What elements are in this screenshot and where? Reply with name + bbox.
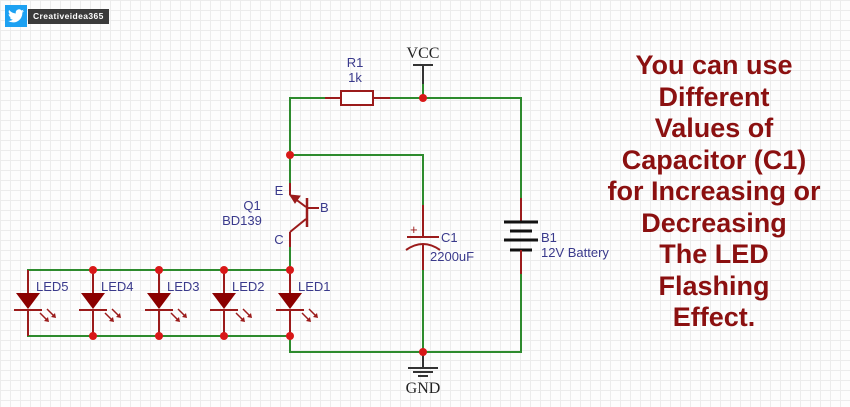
annotation-note: You can use Different Values of Capacito… (578, 50, 850, 334)
c1-polarity: + (410, 222, 418, 237)
led-2: LED2 (210, 270, 265, 336)
twitter-bird-icon (5, 5, 27, 27)
led-4: LED4 (79, 270, 134, 336)
brand-name: Creativeidea365 (28, 8, 109, 24)
note-line: Different (658, 81, 770, 112)
vcc-symbol: VCC (407, 45, 440, 84)
led-3: LED3 (145, 270, 200, 336)
junction-dot (286, 332, 294, 340)
gnd-label: GND (406, 380, 441, 397)
resistor-r1: R1 1k (325, 55, 390, 106)
light-arrow-icon (116, 313, 121, 318)
junctions (286, 94, 427, 356)
junction-dot (89, 266, 97, 274)
junction-dot (155, 266, 163, 274)
wire-top (289, 97, 333, 155)
transistor-q1 (289, 183, 319, 247)
light-arrow-icon (182, 313, 187, 318)
led-triangle (147, 293, 171, 309)
junction-dot (155, 332, 163, 340)
q1-pin-b: B (320, 200, 329, 215)
note-line: You can use (635, 50, 793, 80)
led-ref: LED1 (298, 279, 331, 294)
junction-dot (89, 332, 97, 340)
led-ref: LED3 (167, 279, 200, 294)
led-array: LED1 LED2 LED3 LED4 LED5 (14, 266, 331, 340)
note-line: Values of (654, 113, 774, 143)
led-triangle (81, 293, 105, 309)
led-1: LED1 (276, 270, 331, 336)
wire-top-right (383, 97, 522, 205)
junction-dot (419, 348, 427, 356)
junction-dot (419, 94, 427, 102)
vcc-label: VCC (407, 45, 440, 62)
junction-dot (220, 266, 228, 274)
wire-gnd-return (289, 272, 522, 353)
note-line: Effect. (672, 302, 756, 332)
led-5: LED5 (14, 270, 69, 336)
led-ref: LED4 (101, 279, 134, 294)
b1-ref: B1 (541, 230, 557, 245)
note-line: for Increasing or (607, 176, 821, 206)
c1-value: 2200uF (430, 249, 474, 264)
battery-b1 (504, 198, 538, 274)
light-arrow-icon (44, 317, 49, 322)
light-arrow-icon (109, 317, 114, 322)
brand-badge: Creativeidea365 (5, 5, 109, 27)
light-arrow-icon (51, 313, 56, 318)
note-line: Flashing (658, 270, 770, 301)
light-arrow-icon (313, 313, 318, 318)
led-triangle (278, 293, 302, 309)
wires (27, 82, 522, 353)
junction-dot (220, 332, 228, 340)
light-arrow-icon (247, 313, 252, 318)
r1-value: 1k (348, 70, 362, 85)
light-arrow-icon (306, 317, 311, 322)
led-ref: LED5 (36, 279, 69, 294)
led-ref: LED2 (232, 279, 265, 294)
q1-ref: Q1 (243, 198, 260, 213)
b1-value: 12V Battery (541, 245, 609, 260)
led-triangle (16, 293, 40, 309)
light-arrow-icon (240, 317, 245, 322)
wire-node-cap (290, 154, 424, 205)
gnd-symbol (408, 352, 438, 377)
q1-pin-e: E (275, 183, 284, 198)
q1-pin-c: C (274, 232, 283, 247)
note-line: Capacitor (C1) (621, 144, 807, 175)
r1-ref: R1 (347, 55, 364, 70)
note-line: The LED (659, 239, 769, 269)
c1-ref: C1 (441, 230, 458, 245)
q1-value: BD139 (222, 213, 262, 228)
capacitor-c1 (405, 205, 441, 270)
note-line: Decreasing (641, 207, 787, 238)
junction-dot (286, 151, 294, 159)
junction-dot (286, 266, 294, 274)
light-arrow-icon (175, 317, 180, 322)
led-triangle (212, 293, 236, 309)
